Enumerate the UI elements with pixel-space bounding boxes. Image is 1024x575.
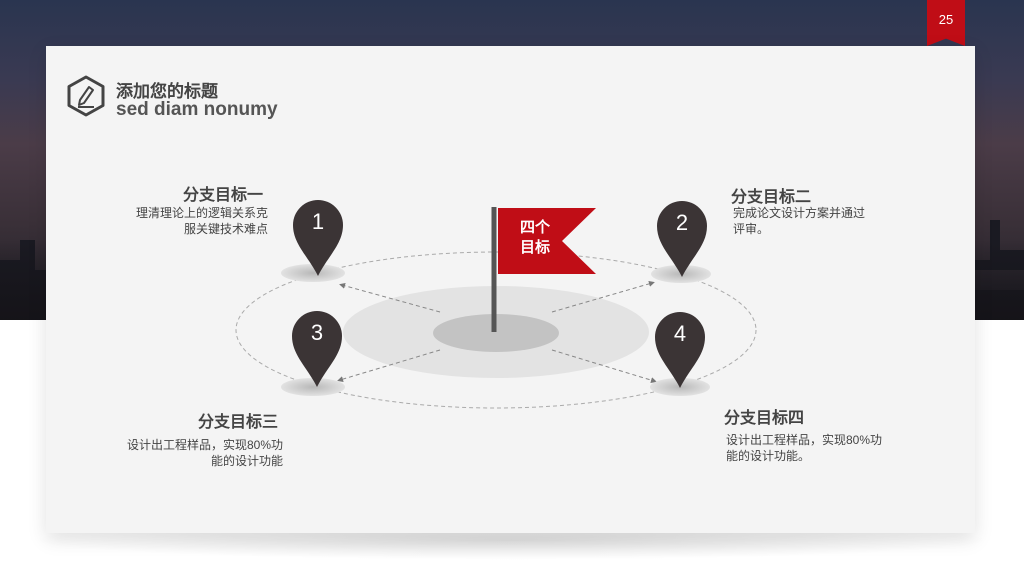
goal-3-description: 设计出工程样品，实现80%功 能的设计功能: [116, 437, 283, 469]
goal-1-desc-line2: 服关键技术难点: [183, 222, 268, 236]
goal-4-description: 设计出工程样品，实现80%功 能的设计功能。: [726, 432, 882, 464]
pin-1-shadow: [281, 264, 345, 282]
goal-1-title: 分支目标一: [183, 187, 264, 204]
goal-2-desc-line1: 完成论文设计方案并通过: [733, 206, 866, 220]
page-title: 添加您的标题: [116, 82, 218, 101]
pin-1-number: 1: [311, 209, 325, 234]
pin-3-marker: [292, 311, 342, 387]
goal-3-title: 分支目标三: [198, 414, 279, 431]
goal-3-desc-line2: 能的设计功能: [210, 454, 283, 468]
flag-label: 四个 目标: [512, 218, 558, 258]
pencil-hexagon-icon: [67, 75, 105, 117]
pin-3-shadow: [281, 378, 345, 396]
connector-to-goal-1: [339, 282, 441, 313]
flag-label-line2: 目标: [519, 239, 550, 256]
goal-3-desc-line1: 设计出工程样品，实现80%功: [126, 438, 283, 452]
goal-4-desc-line1: 设计出工程样品，实现80%功: [726, 433, 883, 447]
pin-1-marker: [293, 200, 343, 276]
goal-4-title: 分支目标四: [724, 410, 805, 427]
connector-to-goal-3: [337, 349, 441, 383]
goal-2-title: 分支目标二: [731, 189, 812, 206]
flag-label-line1: 四个: [519, 219, 550, 236]
pin-4-number: 4: [673, 321, 687, 346]
pin-4-marker: [655, 312, 705, 388]
goal-1-desc-line1: 理清理论上的逻辑关系克: [135, 206, 268, 220]
pin-2-marker: [657, 201, 707, 277]
center-platform-inner: [433, 314, 559, 352]
goal-1-description: 理清理论上的逻辑关系克 服关键技术难点: [127, 205, 268, 237]
goal-2-description: 完成论文设计方案并通过 评审。: [733, 205, 865, 237]
flag-banner: [498, 208, 596, 274]
pin-2-number: 2: [675, 210, 689, 235]
page-number-badge: 25: [927, 0, 965, 46]
goal-4-desc-line2: 能的设计功能。: [726, 449, 811, 463]
pin-3-number: 3: [310, 320, 324, 345]
page-number: 25: [938, 12, 954, 27]
goal-2-desc-line2: 评审。: [733, 222, 770, 236]
connector-to-goal-2: [551, 280, 655, 313]
connector-to-goal-4: [551, 349, 657, 383]
page-subtitle: sed diam nonumy: [116, 99, 278, 120]
